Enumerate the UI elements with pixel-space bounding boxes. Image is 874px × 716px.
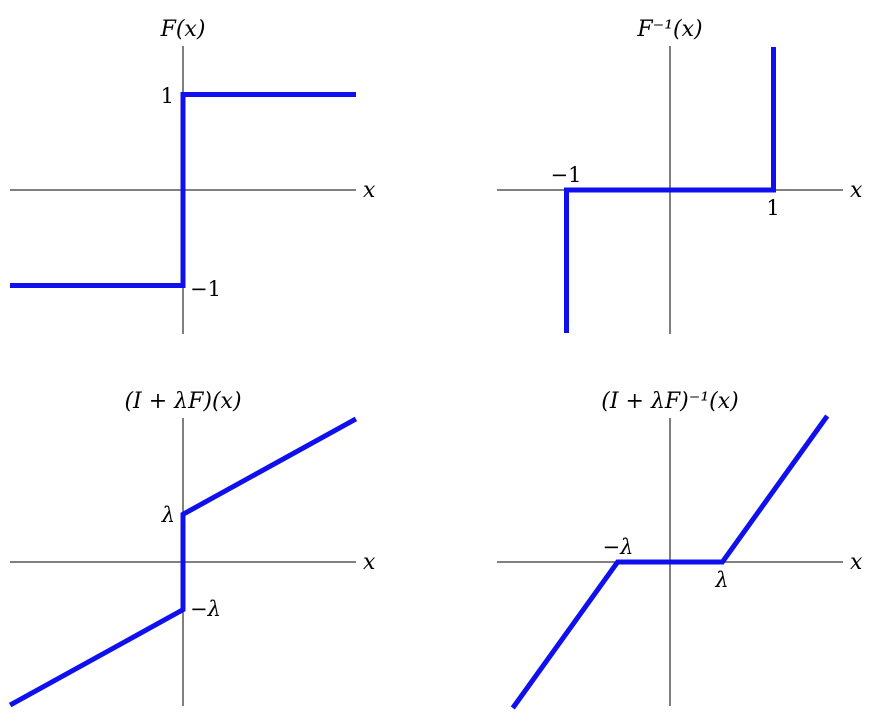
- panel-f-title-text: F(x): [160, 17, 206, 42]
- panel-resolvent-inverse: (I + λF)⁻¹(x) x −λ λ: [497, 389, 863, 710]
- panel-resolvent-title: (I + λF)(x): [124, 389, 241, 414]
- panel-finv: F⁻¹(x) x −1 1: [497, 17, 863, 334]
- panel-resolvent-inverse-tick-neglambda: −λ: [603, 535, 634, 559]
- panel-resolvent-inverse-x-label: x: [850, 550, 863, 575]
- panel-resolvent-inverse-tick-lambda: λ: [714, 568, 728, 592]
- panel-finv-x-label: x: [850, 178, 863, 203]
- panel-resolvent-inverse-title-text: (I + λF)⁻¹(x): [601, 389, 739, 414]
- panel-finv-tick-1: 1: [766, 196, 779, 220]
- panel-f-title: F(x): [160, 17, 206, 42]
- panel-f-tick-1: 1: [161, 84, 174, 108]
- panel-resolvent-tick-neglambda: −λ: [190, 597, 221, 621]
- panel-f-x-label: x: [363, 178, 376, 203]
- panel-resolvent-inverse-title: (I + λF)⁻¹(x): [601, 389, 739, 414]
- panel-resolvent-tick-lambda: λ: [161, 503, 175, 527]
- panel-resolvent-x-label: x: [363, 550, 376, 575]
- panel-f: F(x) x 1 −1: [10, 17, 376, 334]
- panel-resolvent-inverse-series-line: [510, 414, 830, 710]
- panel-finv-tick-neg1: −1: [551, 163, 582, 187]
- panel-f-series-line: [10, 92, 356, 288]
- panel-resolvent: (I + λF)(x) x λ −λ: [8, 389, 376, 708]
- panel-resolvent-series-line: [8, 416, 358, 708]
- panel-finv-title: F⁻¹(x): [636, 17, 702, 42]
- panel-resolvent-title-text: (I + λF)(x): [124, 389, 241, 414]
- panel-finv-series-line: [564, 47, 776, 333]
- panel-finv-title-text: F⁻¹(x): [636, 17, 702, 42]
- panel-f-tick-neg1: −1: [190, 277, 221, 301]
